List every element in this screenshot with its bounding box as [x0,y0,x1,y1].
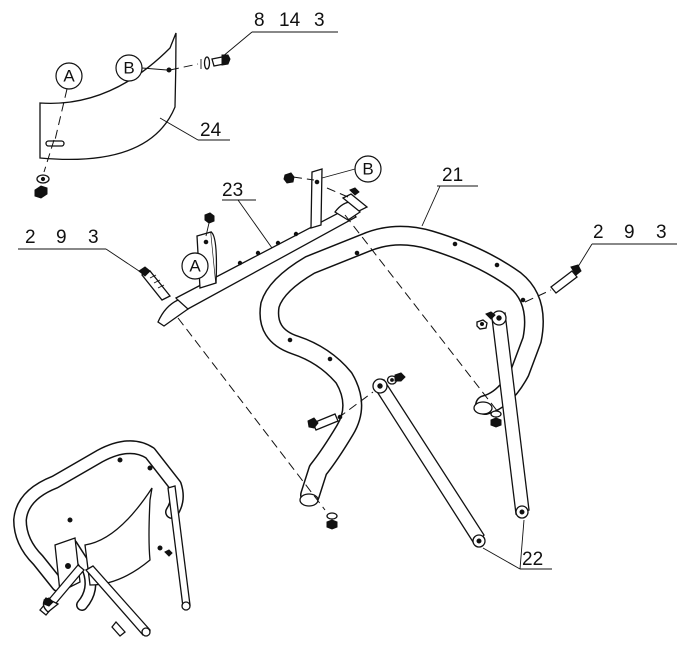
guard-washer-nut [34,139,55,199]
ref-mark-a-bracket: A [181,252,209,280]
handle-frame-21 [259,225,544,507]
svg-text:A: A [63,67,75,86]
guard-shield-24 [39,32,177,161]
handle-nut-bottom [326,512,338,530]
svg-text:3: 3 [88,227,99,248]
callout-8-14-3: 8 14 3 [252,10,338,33]
callout-2-9-3-right: 2 9 3 [592,222,677,245]
ref-mark-b-guard: B [115,54,168,82]
ref-mark-b-bracket: B [321,155,382,183]
svg-text:23: 23 [222,180,243,201]
alignment-lines [177,214,499,511]
svg-text:B: B [362,160,373,179]
callout-2-9-3-left: 2 9 3 [18,227,106,250]
svg-text:8: 8 [254,10,265,31]
svg-text:9: 9 [624,222,635,243]
handle-nut-right [490,410,502,428]
callout-22: 22 [482,519,552,570]
svg-text:22: 22 [522,549,543,570]
ref-mark-a-guard: A [54,62,83,141]
svg-text:3: 3 [656,222,667,243]
svg-text:3: 3 [314,10,325,31]
svg-text:24: 24 [200,120,222,141]
assembled-view [13,440,191,637]
brace-arm-right [476,310,530,519]
svg-text:2: 2 [593,222,604,243]
callout-23: 23 [222,180,273,249]
svg-text:2: 2 [25,227,36,248]
svg-text:B: B [123,59,134,78]
svg-text:14: 14 [279,10,301,31]
bolt-top-right [169,31,253,71]
brace-arm-center [307,372,486,548]
callout-24: 24 [159,117,230,141]
mount-bracket-23 [157,201,361,327]
svg-text:9: 9 [56,227,67,248]
bracket-tab-b [283,168,369,229]
callout-21: 21 [421,165,478,227]
bolt-left [105,248,172,301]
svg-text:21: 21 [442,165,463,186]
bolt-right [524,243,593,303]
svg-text:A: A [189,257,201,276]
